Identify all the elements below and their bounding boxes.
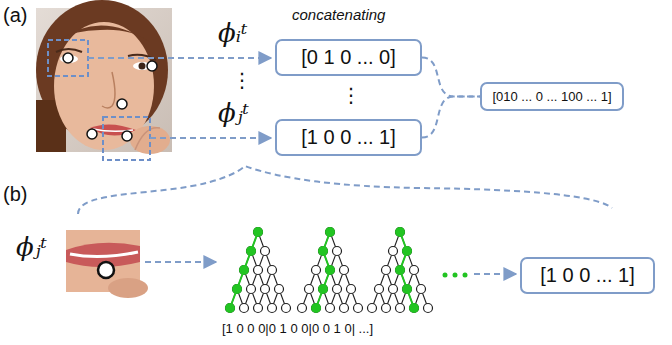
leader-arrow xyxy=(474,273,516,275)
mouth-crop xyxy=(66,230,148,298)
vector-box: [1 0 0 ... 1] xyxy=(275,119,422,156)
decision-tree xyxy=(298,227,363,313)
face-photo xyxy=(36,0,172,160)
vector-box: [0 1 0 ... 0] xyxy=(275,39,422,76)
binary-vector: [1 0 0 0|0 1 0 0|0 0 1 0| ...] xyxy=(222,321,373,336)
feature-symbol: ϕᵢᵗ xyxy=(218,18,247,48)
concat-brace xyxy=(422,97,480,138)
panel-label: (a) xyxy=(3,4,27,27)
continuation-dots xyxy=(443,273,468,278)
vector-box: [1 0 0 ... 1] xyxy=(520,257,655,294)
vector-text: [1 0 0 ... 1] xyxy=(301,126,396,149)
ellipsis: ⋮ xyxy=(232,68,252,92)
decision-tree xyxy=(368,227,433,313)
leader-arrow xyxy=(145,261,216,263)
concat-brace xyxy=(422,58,480,97)
zoom-brace xyxy=(78,166,612,214)
vector-text: [1 0 0 ... 1] xyxy=(540,264,635,287)
vector-text: [0 1 0 ... 0] xyxy=(301,46,396,69)
leader-arrow xyxy=(88,57,271,59)
decision-tree xyxy=(225,227,291,313)
panel-label: (b) xyxy=(3,183,27,206)
feature-symbol: ϕⱼᵗ xyxy=(16,232,47,262)
leader-arrow xyxy=(150,137,271,139)
operation-label: concatenating xyxy=(292,6,385,23)
vector-text: [010 ... 0 ... 100 ... 1] xyxy=(492,89,611,104)
feature-symbol: ϕⱼᵗ xyxy=(218,98,249,128)
vector-box: [010 ... 0 ... 100 ... 1] xyxy=(480,82,624,111)
ellipsis: ⋮ xyxy=(341,83,361,107)
